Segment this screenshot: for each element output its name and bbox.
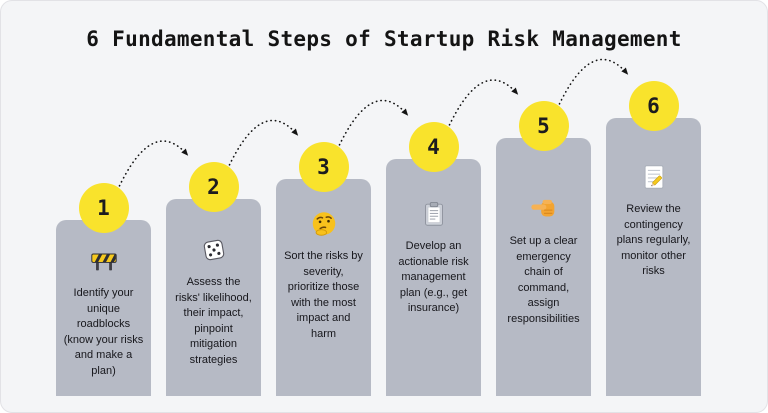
- step-number: 3: [317, 155, 330, 179]
- step-number: 4: [427, 135, 440, 159]
- step-number-badge: 1: [78, 183, 129, 233]
- step-number-badge: 2: [188, 162, 239, 212]
- step-column-4: 4 Develop an actionable risk management …: [386, 122, 481, 396]
- step-column-1: 1 Identify your unique roadblocks (know …: [56, 183, 151, 396]
- step-number-badge: 4: [408, 122, 459, 172]
- step-number: 2: [207, 175, 220, 199]
- page-title: 6 Fundamental Steps of Startup Risk Mana…: [86, 27, 682, 51]
- pointing-hand-icon: [530, 199, 554, 217]
- step-text: Assess the risks' likelihood, their impa…: [175, 276, 252, 367]
- step-text: Sort the risks by severity, prioritize t…: [284, 250, 363, 341]
- arrow-step5-step6: [556, 58, 629, 109]
- arrow-step4-step5: [446, 79, 519, 130]
- arrow-step3-step4: [336, 99, 409, 150]
- arrow-step2-step3: [226, 119, 299, 170]
- construction-barrier-icon: [90, 253, 117, 271]
- step-column-2: 2 Assess the risks' likelihood, their im…: [166, 162, 261, 396]
- memo-icon: [644, 165, 663, 189]
- step-column-3: 3 Sort the risks by severity, prioritize…: [276, 142, 371, 396]
- step-number-badge: 5: [518, 101, 569, 151]
- step-number-badge: 3: [298, 142, 349, 192]
- arrow-step1-step2: [116, 140, 189, 191]
- step-text: Identify your unique roadblocks (know yo…: [63, 287, 144, 378]
- step-number: 6: [647, 94, 660, 118]
- clipboard-icon: [424, 201, 443, 226]
- thinking-face-icon: [312, 212, 335, 236]
- step-column-6: 6 Review the contingency plans regularly…: [606, 81, 701, 396]
- die-icon: [203, 239, 224, 261]
- step-text: Review the contingency plans regularly, …: [616, 203, 691, 278]
- step-number-badge: 6: [628, 81, 679, 131]
- step-text: Develop an actionable risk management pl…: [398, 240, 469, 315]
- step-number: 5: [537, 114, 550, 138]
- step-number: 1: [97, 196, 110, 220]
- step-column-5: 5 Set up a clear emergency chain of comm…: [496, 101, 591, 396]
- step-text: Set up a clear emergency chain of comman…: [507, 235, 580, 326]
